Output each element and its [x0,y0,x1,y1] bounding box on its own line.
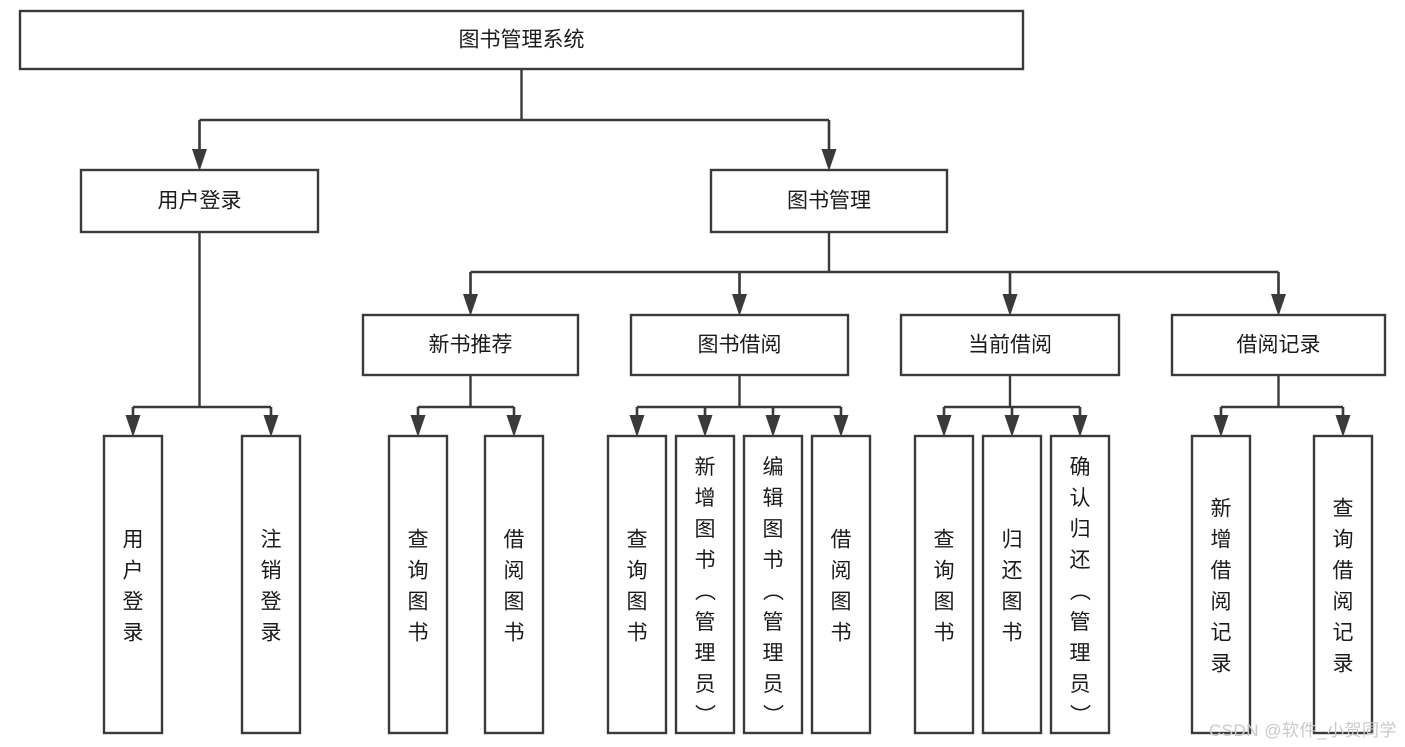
node-box-leaf-query-book-borrow[interactable] [606,434,668,735]
node-label-book-borrow: 图书借阅 [698,334,782,357]
node-label-leaf-add-book: 新增图书（管理员） [695,456,717,727]
node-label-leaf-user-login: 用户登录 [123,529,144,645]
node-label-current-borrow: 当前借阅 [968,334,1052,357]
node-leaf-add-borrow-record[interactable]: 新增借阅记录 [1190,434,1252,735]
connector-group-book-borrow [629,375,849,437]
node-book-manage[interactable]: 图书管理 [709,168,949,234]
node-box-user-login[interactable] [79,168,320,234]
node-box-leaf-confirm-return[interactable] [1049,434,1111,735]
node-label-leaf-query-book-current: 查询图书 [934,529,955,645]
node-box-leaf-return-book[interactable] [981,434,1043,735]
node-box-leaf-add-borrow-record[interactable] [1190,434,1252,735]
node-label-leaf-borrow-book-new: 借阅图书 [504,529,525,645]
node-leaf-return-book[interactable]: 归还图书 [981,434,1043,735]
connector-group-user-login [125,232,279,437]
connector-group-book-manage [463,232,1286,316]
node-user-login[interactable]: 用户登录 [79,168,320,234]
node-root[interactable]: 图书管理系统 [18,9,1025,71]
node-leaf-edit-book[interactable]: 编辑图书（管理员） [742,434,804,735]
node-label-leaf-add-borrow-record: 新增借阅记录 [1211,498,1232,676]
node-leaf-query-book-borrow[interactable]: 查询图书 [606,434,668,735]
node-leaf-query-borrow-record[interactable]: 查询借阅记录 [1312,434,1374,735]
node-borrow-record[interactable]: 借阅记录 [1170,313,1387,377]
node-box-root[interactable] [18,9,1025,71]
node-leaf-borrow-book-new[interactable]: 借阅图书 [483,434,545,735]
node-leaf-confirm-return[interactable]: 确认归还（管理员） [1049,434,1111,735]
node-label-user-login: 用户登录 [158,190,242,213]
node-leaf-borrow-book[interactable]: 借阅图书 [810,434,872,735]
nodes-layer: 图书管理系统用户登录图书管理新书推荐图书借阅当前借阅借阅记录用户登录注销登录查询… [18,9,1387,735]
node-label-leaf-query-book-new: 查询图书 [408,529,429,645]
node-label-leaf-logout: 注销登录 [261,529,282,645]
node-leaf-add-book[interactable]: 新增图书（管理员） [674,434,736,735]
node-label-root: 图书管理系统 [459,29,585,52]
node-box-new-book-recommend[interactable] [361,313,580,377]
node-leaf-user-login[interactable]: 用户登录 [102,434,164,735]
node-label-new-book-recommend: 新书推荐 [429,334,513,357]
node-box-borrow-record[interactable] [1170,313,1387,377]
node-box-leaf-add-book[interactable] [674,434,736,735]
node-box-leaf-borrow-book[interactable] [810,434,872,735]
connector-group-current-borrow [936,375,1088,437]
node-box-leaf-query-book-current[interactable] [913,434,975,735]
node-box-leaf-borrow-book-new[interactable] [483,434,545,735]
node-label-book-manage: 图书管理 [787,190,871,213]
connector-group-new-book-recommend [410,375,522,437]
node-leaf-query-book-current[interactable]: 查询图书 [913,434,975,735]
node-label-leaf-borrow-book: 借阅图书 [831,529,852,645]
connector-group-borrow-record [1213,375,1351,437]
node-box-leaf-edit-book[interactable] [742,434,804,735]
node-new-book-recommend[interactable]: 新书推荐 [361,313,580,377]
node-leaf-logout[interactable]: 注销登录 [240,434,302,735]
node-label-leaf-query-borrow-record: 查询借阅记录 [1333,498,1354,676]
node-book-borrow[interactable]: 图书借阅 [629,313,850,377]
node-label-leaf-query-book-borrow: 查询图书 [627,529,648,645]
node-box-leaf-query-book-new[interactable] [387,434,449,735]
node-label-leaf-edit-book: 编辑图书（管理员） [763,456,785,727]
node-label-borrow-record: 借阅记录 [1237,334,1321,357]
node-box-leaf-logout[interactable] [240,434,302,735]
connector-group-root [192,69,837,171]
node-box-book-manage[interactable] [709,168,949,234]
csdn-watermark: CSDN @软件_小贺同学 [1208,721,1397,740]
node-box-book-borrow[interactable] [629,313,850,377]
node-box-leaf-user-login[interactable] [102,434,164,735]
node-box-current-borrow[interactable] [899,313,1121,377]
node-box-leaf-query-borrow-record[interactable] [1312,434,1374,735]
node-current-borrow[interactable]: 当前借阅 [899,313,1121,377]
node-leaf-query-book-new[interactable]: 查询图书 [387,434,449,735]
connectors-layer [125,69,1351,437]
node-label-leaf-confirm-return: 确认归还（管理员） [1070,456,1092,727]
node-label-leaf-return-book: 归还图书 [1002,529,1023,645]
